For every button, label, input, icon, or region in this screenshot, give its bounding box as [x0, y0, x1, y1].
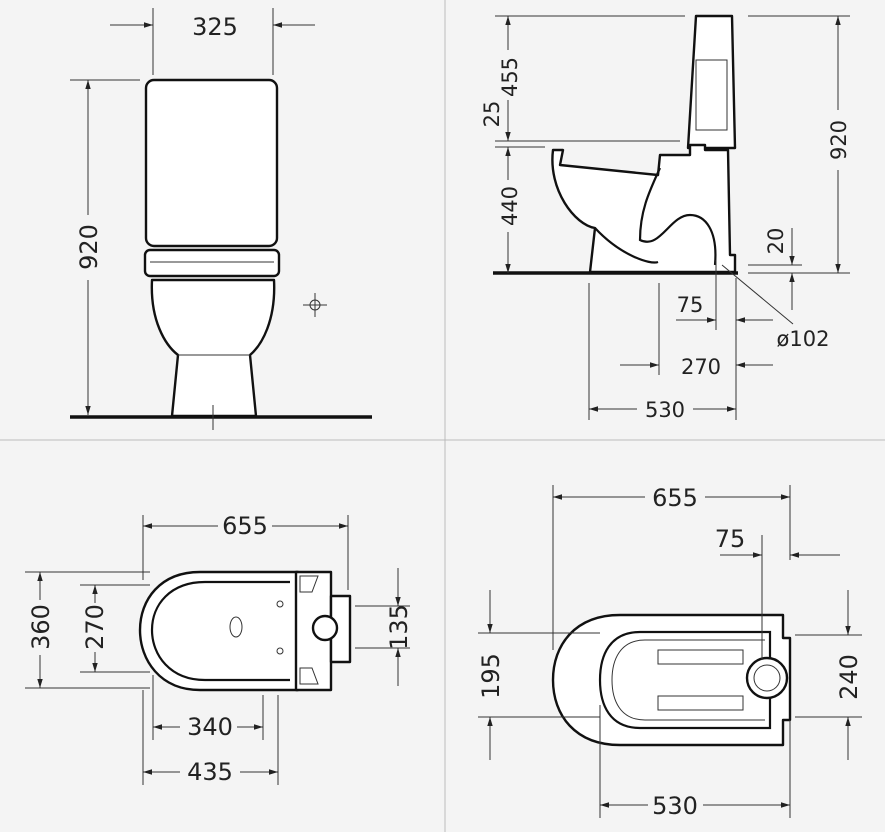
dim-tank-width: 135 [385, 604, 413, 650]
fixing-point-icon [303, 293, 327, 317]
dim-length: 655 [652, 484, 698, 512]
outlet-circle [311, 614, 339, 642]
dim-depth: 530 [645, 398, 685, 422]
dim-height: 920 [75, 224, 103, 270]
top-view-left: 655 360 270 135 340 435 [25, 512, 413, 786]
dim-length: 655 [222, 512, 268, 540]
seat [143, 248, 281, 278]
dim-outlet-offset: 75 [715, 525, 746, 553]
outlet-circle [745, 656, 789, 700]
dim-outlet-diameter: ø102 [777, 327, 830, 351]
cistern [144, 78, 279, 248]
dim-inner-width: 270 [81, 604, 109, 650]
dim-base-length: 530 [652, 792, 698, 820]
dim-width-a: 195 [477, 653, 505, 699]
dim-width-b: 240 [835, 654, 863, 700]
dim-outlet-distance: 270 [681, 355, 721, 379]
dim-outlet-offset: 75 [677, 293, 704, 317]
front-view: 325 920 [70, 8, 372, 430]
side-view: 455 25 440 920 20 75 ø102 270 530 [480, 14, 851, 422]
dim-outlet-height: 20 [764, 228, 788, 255]
cistern [686, 14, 737, 150]
bowl [150, 278, 276, 418]
dim-base-length: 435 [187, 758, 233, 786]
base-outline [551, 613, 792, 747]
seat-outline [138, 570, 300, 692]
dim-total-height: 920 [827, 120, 851, 160]
dim-width: 360 [27, 604, 55, 650]
dim-fixing-distance: 340 [187, 713, 233, 741]
dim-tank-height: 455 [498, 57, 522, 97]
dim-width: 325 [192, 13, 238, 41]
top-view-right: 655 75 195 240 530 [477, 484, 863, 820]
dim-seat-height: 440 [498, 186, 522, 226]
leader-line [721, 264, 794, 325]
dim-gap: 25 [480, 101, 504, 128]
